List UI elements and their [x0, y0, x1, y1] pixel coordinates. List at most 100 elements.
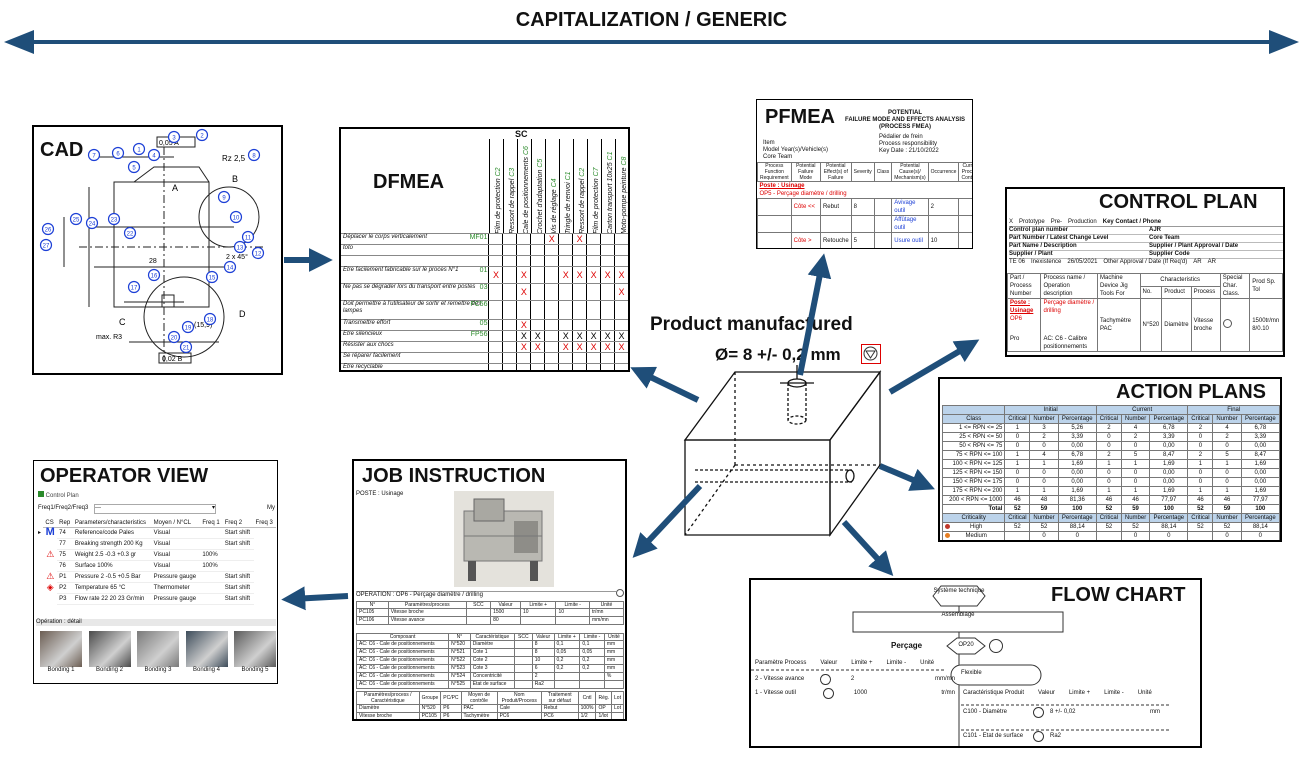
- warning-triangle-icon: ⚠: [46, 549, 55, 559]
- cp-h1: Process name / Operation description: [1040, 273, 1098, 299]
- control-plan-title: CONTROL PLAN: [1099, 191, 1258, 213]
- ov-bonding[interactable]: Bonding 5: [234, 631, 276, 674]
- ap-sub: Percentage: [1057, 414, 1097, 424]
- dfmea-row-label: Résister aux chocs: [343, 342, 394, 348]
- fc-param-col: Limite -: [886, 660, 907, 666]
- dfmea-mark: X: [562, 331, 569, 341]
- svg-text:23: 23: [111, 217, 118, 223]
- cad-label-a: A: [172, 183, 178, 193]
- cp-key-contact: Key Contact / Phone: [1102, 219, 1162, 225]
- cp-op: OP6: [1010, 316, 1023, 322]
- cad-balloon: 14: [223, 260, 237, 274]
- cad-label-chamfer: 2 x 45°: [226, 253, 248, 261]
- pfmea-col: Potential Cause(s)/ Mechanism(s): [891, 162, 929, 182]
- svg-text:11: 11: [245, 235, 252, 241]
- pfmea-meta-team: Core Team: [763, 154, 793, 160]
- ji-col: Limite +: [519, 601, 557, 609]
- svg-text:20: 20: [171, 335, 178, 341]
- cp-h5: Process: [1190, 285, 1221, 299]
- action-plans-title: ACTION PLANS: [1116, 381, 1266, 403]
- dfmea-mark: X: [492, 270, 499, 280]
- ov-bonding[interactable]: Bonding 2: [88, 631, 131, 674]
- svg-text:2: 2: [200, 133, 204, 139]
- ov-freq: Freq1/Freq2/Freq3: [38, 505, 89, 511]
- dfmea-column: Vis de réglage C4: [545, 139, 559, 234]
- cad-balloon: 5: [127, 160, 141, 174]
- svg-text:4: 4: [152, 153, 156, 159]
- cp-value: 1500tr/mn: [1252, 318, 1280, 324]
- svg-text:5: 5: [132, 165, 136, 171]
- operator-view-panel: OPERATOR VIEW Control Plan Freq1/Freq2/F…: [33, 460, 278, 684]
- dfmea-mark: X: [548, 234, 555, 244]
- warning-triangle-icon: ⚠: [46, 571, 55, 581]
- cp-special-icon: [1222, 319, 1232, 328]
- criticality-dot-icon: [945, 533, 950, 538]
- dfmea-row-code: 01: [479, 267, 488, 274]
- cad-balloon: 26: [41, 222, 55, 236]
- ov-dropdown[interactable]: ---▾: [94, 504, 216, 514]
- fc-param-icon: [820, 673, 831, 685]
- fc-char-col: Limite -: [1104, 690, 1124, 696]
- pfmea-col: Class: [873, 162, 893, 182]
- svg-text:12: 12: [255, 251, 262, 257]
- ji-col: Valeur: [490, 601, 521, 609]
- cp-extra-item: TE 06: [1009, 259, 1026, 265]
- ov-bonding[interactable]: Bonding 1: [40, 631, 82, 674]
- ap-class: Class: [941, 414, 1006, 424]
- ap-sub: Critical: [1187, 414, 1214, 424]
- cad-panel: CAD A B C D max. R3 Rz 2,5 2 x 45° 0,05 …: [32, 125, 283, 375]
- ov-bonding[interactable]: Bonding 3: [137, 631, 179, 674]
- dfmea-column: Cale de positionnements C6: [517, 139, 531, 234]
- cad-balloon: 18: [203, 312, 217, 326]
- cad-balloon: 24: [85, 216, 99, 230]
- cad-balloon: 20: [167, 330, 181, 344]
- dfmea-column: Ressort de rappel C2: [573, 139, 587, 234]
- fc-system: Système technique: [933, 588, 985, 594]
- cad-label-tol: 0,05 A: [159, 140, 179, 147]
- fc-percage: Perçage: [891, 641, 923, 650]
- fc-char-col: Unité: [1137, 690, 1152, 696]
- ov-bonding[interactable]: Bonding 4: [185, 631, 228, 674]
- dfmea-mark: X: [604, 270, 611, 280]
- dfmea-mark: X: [576, 270, 583, 280]
- cad-balloon: 21: [179, 340, 193, 354]
- cp-h7: Prod Sp. Tol: [1249, 273, 1283, 299]
- ji-operation: OPERATION : OP6 - Perçage diamètre / dri…: [356, 591, 616, 599]
- ji-col: Unité: [589, 601, 624, 609]
- safety-symbol-icon: [861, 344, 881, 364]
- cad-balloon: 8: [247, 148, 261, 162]
- dfmea-row-label: Déplacer le corps verticalement: [343, 234, 428, 240]
- control-plan-table: Part / Process Number Process name / Ope…: [1007, 273, 1283, 352]
- dfmea-mark: X: [520, 270, 527, 280]
- fc-char-icon: [1033, 730, 1044, 742]
- ap-group: Current: [1095, 405, 1189, 415]
- ji-col: Nom Produit/Process: [496, 691, 542, 705]
- cad-balloon: 19: [181, 320, 195, 334]
- operator-view-title: OPERATOR VIEW: [40, 465, 209, 487]
- ov-col: Parameters/characteristics: [72, 519, 152, 528]
